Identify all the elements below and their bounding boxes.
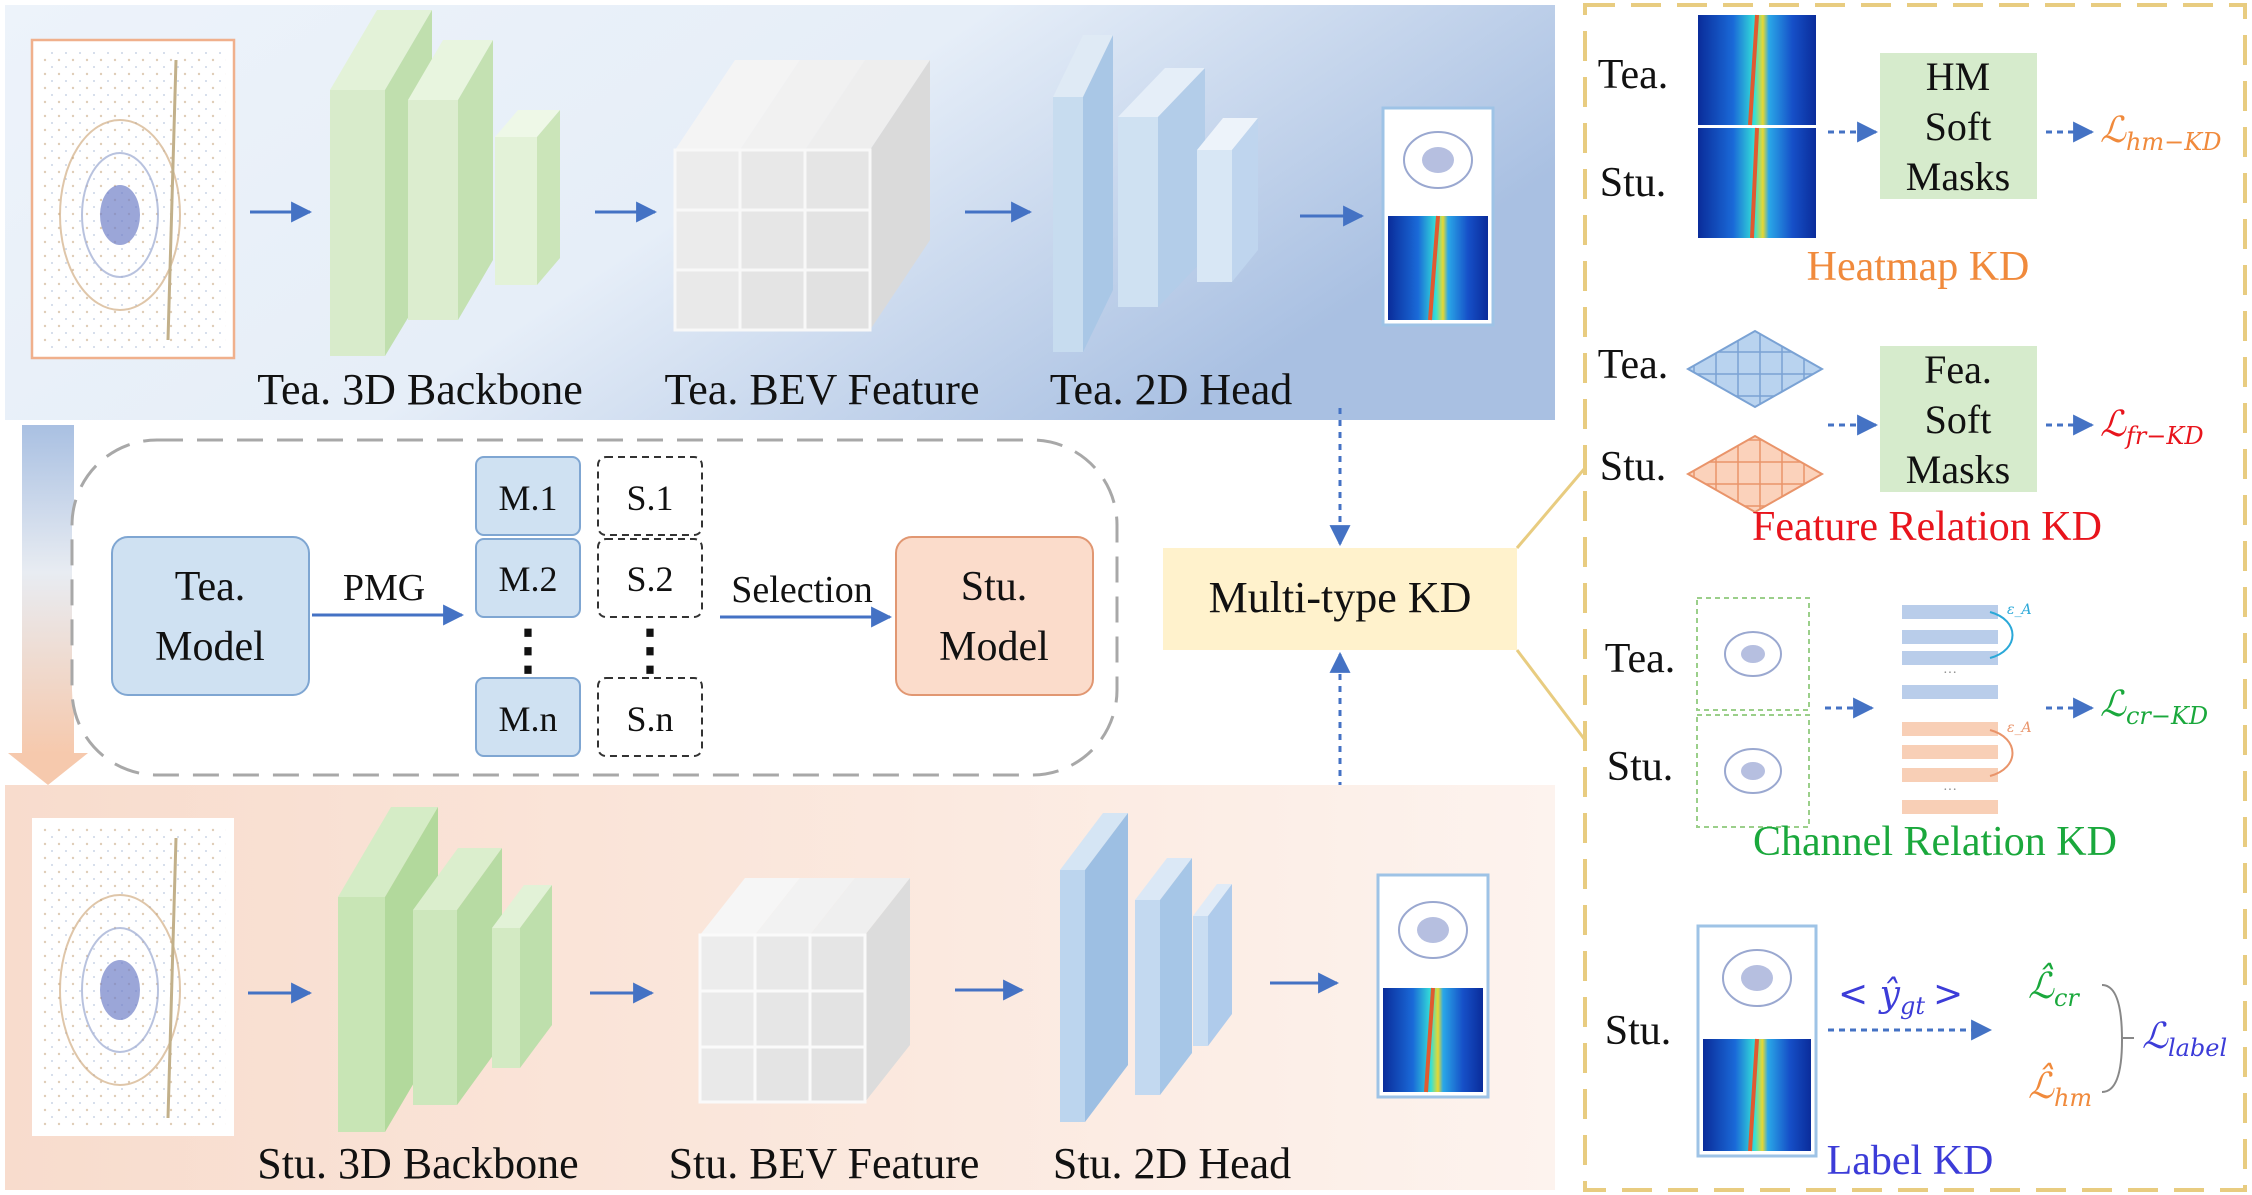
candidate-model-1: M.1 xyxy=(475,456,581,536)
score-2: S.2 xyxy=(597,538,703,618)
tea-2d-head-label: Tea. 2D Head xyxy=(1050,365,1292,414)
selection-label: Selection xyxy=(731,569,872,611)
svg-text:Stu.: Stu. xyxy=(1600,160,1667,206)
zoom-line-bottom xyxy=(1515,649,1587,741)
svg-text:Tea.: Tea. xyxy=(1605,636,1676,682)
score-n: S.n xyxy=(597,677,703,757)
stu-model-box: Stu. Model xyxy=(895,536,1094,696)
svg-text:Multi-type KD: Multi-type KD xyxy=(1209,573,1472,622)
stu-3d-backbone-label: Stu. 3D Backbone xyxy=(257,1139,578,1188)
kd-detail-panel xyxy=(1583,3,2247,1192)
heatmap-kd-section: Tea. Stu. HM Soft Masks ℒhm−KD Heatmap K… xyxy=(1598,14,2221,290)
candidate-model-2: M.2 xyxy=(475,538,581,618)
score-1: S.1 xyxy=(597,456,703,536)
svg-text:Soft: Soft xyxy=(1925,104,1992,149)
feature-relation-kd-section: Tea. Stu. Fea. Soft Masks ℒfr−KD Feature… xyxy=(1598,329,2204,550)
pmg-label: PMG xyxy=(343,567,425,609)
svg-text:ε_A: ε_A xyxy=(2007,720,2032,736)
tea-model-box: Tea. Model xyxy=(111,536,310,696)
svg-text:ℒ̂hm: ℒ̂hm xyxy=(2028,1062,2092,1112)
svg-text:Label KD: Label KD xyxy=(1827,1138,1994,1184)
svg-text:ℒhm−KD: ℒhm−KD xyxy=(2100,110,2221,156)
student-3d-backbone xyxy=(338,807,552,1132)
label-kd-section: Stu. < ŷgt> ℒ̂cr ℒ̂hm ℒlabel Label KD xyxy=(1605,924,2227,1184)
svg-text:Fea.: Fea. xyxy=(1924,347,1992,392)
teacher-3d-backbone xyxy=(330,10,560,356)
teacher-output-maps xyxy=(1381,106,1495,327)
svg-text:Masks: Masks xyxy=(1906,154,2010,199)
student-bev-feature xyxy=(698,878,910,1104)
svg-text:Stu.: Stu. xyxy=(961,564,1028,610)
channel-relation-kd-section: Tea. Stu. ··· ε_A ··· ε_A ℒcr−KD Channel… xyxy=(1605,597,2208,865)
multi-type-kd-box: Multi-type KD xyxy=(1163,548,1517,650)
student-2d-head xyxy=(1060,813,1232,1122)
stu-bev-feature-label: Stu. BEV Feature xyxy=(669,1139,980,1188)
svg-text:Model: Model xyxy=(155,624,265,670)
teacher-point-cloud xyxy=(30,38,236,360)
model-selection-region xyxy=(70,438,1119,777)
models-ellipsis: ⋮ xyxy=(501,620,555,680)
scores-ellipsis: ⋮ xyxy=(623,620,677,680)
svg-text:M.n: M.n xyxy=(498,699,557,739)
svg-text:···: ··· xyxy=(1943,783,1957,798)
svg-text:S.1: S.1 xyxy=(626,478,673,518)
svg-text:Heatmap KD: Heatmap KD xyxy=(1807,244,2030,290)
teacher-2d-head xyxy=(1053,35,1258,352)
student-point-cloud xyxy=(32,818,234,1136)
svg-text:ℒcr−KD: ℒcr−KD xyxy=(2100,684,2208,730)
svg-text:Stu.: Stu. xyxy=(1607,744,1674,790)
svg-text:Feature Relation KD: Feature Relation KD xyxy=(1752,504,2102,550)
tea-feature-grid xyxy=(1685,329,1825,409)
svg-text:Soft: Soft xyxy=(1925,397,1992,442)
svg-text:ε_A: ε_A xyxy=(2007,602,2032,618)
teacher-to-student-arrow xyxy=(8,425,88,785)
svg-text:Stu.: Stu. xyxy=(1600,444,1667,490)
svg-text:ℒfr−KD: ℒfr−KD xyxy=(2100,404,2204,450)
svg-text:M.1: M.1 xyxy=(498,478,557,518)
svg-text:M.2: M.2 xyxy=(498,559,557,599)
svg-text:Model: Model xyxy=(939,624,1049,670)
zoom-line-top xyxy=(1515,467,1587,549)
svg-text:HM: HM xyxy=(1926,54,1990,99)
stu-2d-head-label: Stu. 2D Head xyxy=(1053,1139,1291,1188)
student-output-maps xyxy=(1376,873,1490,1099)
svg-text:Channel Relation KD: Channel Relation KD xyxy=(1753,819,2117,865)
teacher-bev-feature xyxy=(673,60,930,332)
tea-3d-backbone-label: Tea. 3D Backbone xyxy=(257,365,583,414)
svg-text:···: ··· xyxy=(1943,666,1957,681)
svg-text:< ŷgt>: < ŷgt> xyxy=(1838,974,1963,1020)
svg-text:Tea.: Tea. xyxy=(1598,342,1669,388)
tea-bev-feature-label: Tea. BEV Feature xyxy=(664,365,979,414)
svg-text:ℒlabel: ℒlabel xyxy=(2142,1016,2227,1062)
svg-text:Masks: Masks xyxy=(1906,447,2010,492)
svg-text:ℒ̂cr: ℒ̂cr xyxy=(2028,962,2080,1012)
svg-text:Stu.: Stu. xyxy=(1605,1008,1672,1054)
svg-text:Tea.: Tea. xyxy=(1598,52,1669,98)
svg-text:Tea.: Tea. xyxy=(175,564,246,610)
stu-feature-grid xyxy=(1685,434,1825,514)
svg-text:S.n: S.n xyxy=(626,699,673,739)
candidate-model-n: M.n xyxy=(475,677,581,757)
svg-text:S.2: S.2 xyxy=(626,559,673,599)
